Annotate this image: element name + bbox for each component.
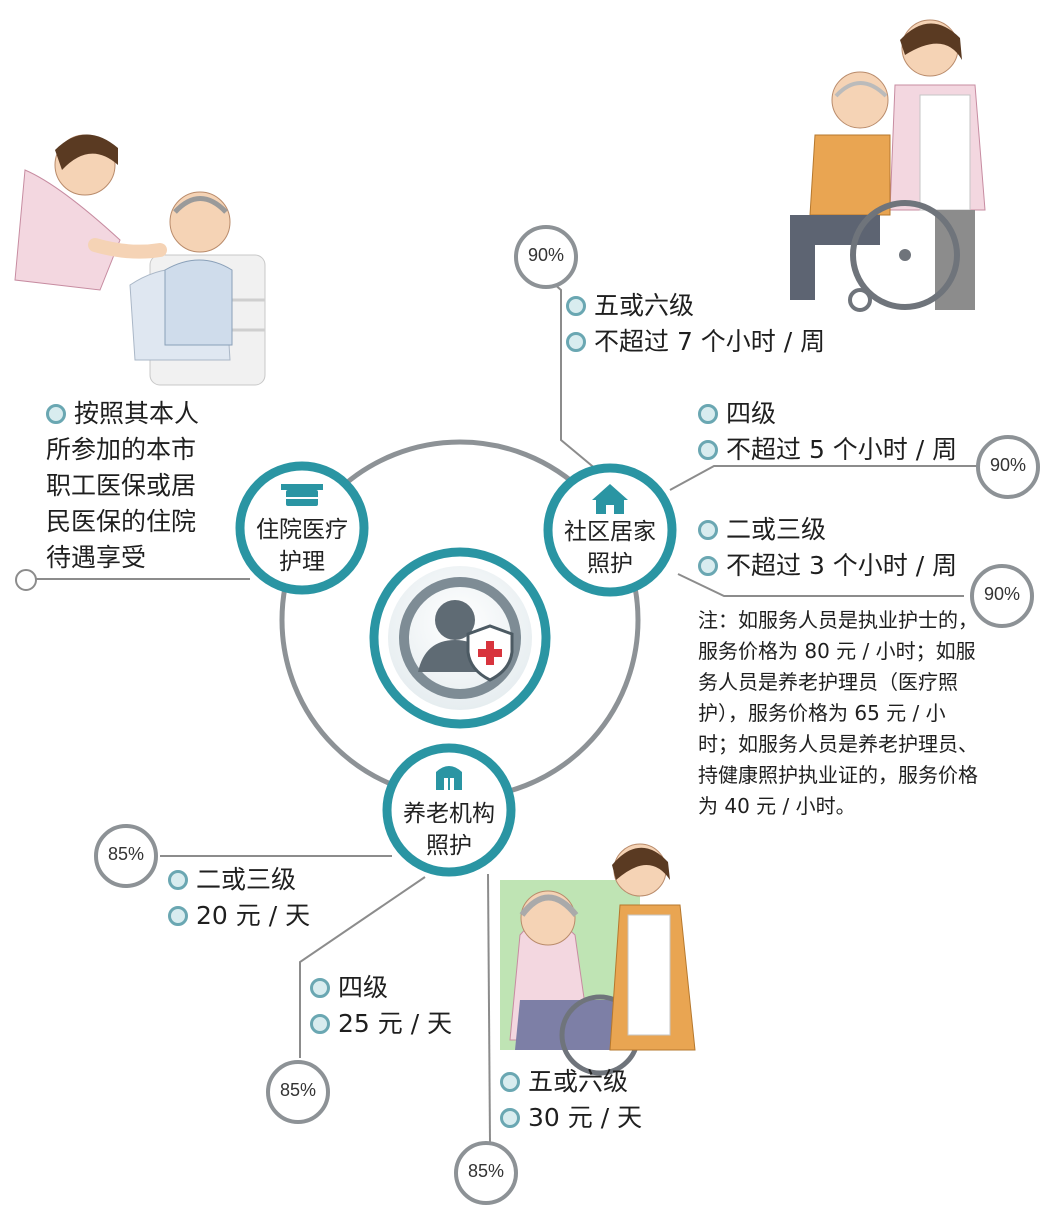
list-item: 四级: [698, 396, 957, 432]
hospital-desc-line: 民医保的住院: [46, 507, 197, 536]
bullet-icon: [698, 440, 718, 460]
level-text: 四级: [726, 399, 777, 428]
price-text: 20 元 / 天: [196, 901, 311, 930]
community-care-illustration: [790, 19, 986, 312]
level-text: 五或六级: [528, 1067, 629, 1096]
community-node: [543, 463, 677, 597]
institution-label-line1: 养老机构: [403, 801, 495, 827]
community-label-line2: 照护: [587, 551, 633, 577]
hours-text: 不超过 3 个小时 / 周: [726, 551, 958, 580]
percent-label-community-top: 90%: [527, 245, 565, 265]
hospital-desc-line: 所参加的本市: [46, 435, 197, 464]
hospital-description: 按照其本人 所参加的本市 职工医保或居 民医保的住院 待遇享受: [46, 396, 199, 576]
bullet-icon: [310, 1014, 330, 1034]
hospital-node-label: 住院医疗 护理: [242, 514, 362, 578]
level-text: 四级: [338, 973, 389, 1002]
percent-label-institution-middle: 85%: [279, 1080, 317, 1100]
hospital-line-end-dot: [15, 569, 37, 591]
institution-label-line2: 照护: [426, 833, 472, 859]
percent-label-community-middle: 90%: [989, 455, 1027, 475]
institution-node: [382, 743, 516, 877]
hospital-desc-line: 按照其本人: [46, 396, 199, 432]
list-item: 五或六级: [500, 1064, 642, 1100]
list-item: 不超过 5 个小时 / 周: [698, 432, 957, 468]
hospital-desc-line: 待遇享受: [46, 543, 147, 572]
bullet-icon: [168, 870, 188, 890]
bullet-icon: [566, 332, 586, 352]
bullet-icon: [46, 404, 66, 424]
institution-node-label: 养老机构 照护: [389, 798, 509, 862]
community-note: 注：如服务人员是执业护士的，服务价格为 80 元 / 小时；如服务人员是养老护理…: [698, 608, 978, 818]
bullet-icon: [566, 296, 586, 316]
hospital-desc-text: 按照其本人: [74, 399, 200, 428]
hospital-node: [235, 461, 369, 595]
price-text: 30 元 / 天: [528, 1103, 643, 1132]
bullet-icon: [698, 556, 718, 576]
list-item: 五或六级: [566, 288, 825, 324]
institution-level-group-bottom: 五或六级 30 元 / 天: [500, 1064, 642, 1136]
list-item: 25 元 / 天: [310, 1006, 452, 1042]
building-icon: [436, 766, 462, 790]
percent-label-institution-bottom: 85%: [467, 1161, 505, 1181]
hospital-label-line1: 住院医疗: [256, 517, 348, 543]
community-node-label: 社区居家 照护: [550, 516, 670, 580]
bullet-icon: [500, 1072, 520, 1092]
list-item: 20 元 / 天: [168, 898, 310, 934]
percent-label-institution-left: 85%: [107, 844, 145, 864]
hours-text: 不超过 5 个小时 / 周: [726, 435, 958, 464]
house-icon: [592, 484, 628, 514]
list-item: 二或三级: [698, 512, 957, 548]
hospital-care-illustration: [14, 134, 266, 386]
list-item: 不超过 7 个小时 / 周: [566, 324, 825, 360]
level-text: 二或三级: [196, 865, 297, 894]
hospital-desc-line: 职工医保或居: [46, 471, 197, 500]
list-item: 四级: [310, 970, 452, 1006]
bullet-icon: [698, 404, 718, 424]
bullet-icon: [500, 1108, 520, 1128]
community-level-group-middle: 四级 不超过 5 个小时 / 周: [698, 396, 957, 468]
hours-text: 不超过 7 个小时 / 周: [594, 327, 826, 356]
institution-level-group-left: 二或三级 20 元 / 天: [168, 862, 310, 934]
list-item: 不超过 3 个小时 / 周: [698, 548, 957, 584]
institution-level-group-middle: 四级 25 元 / 天: [310, 970, 452, 1042]
price-text: 25 元 / 天: [338, 1009, 453, 1038]
bullet-icon: [310, 978, 330, 998]
person-shield-icon: [418, 600, 514, 682]
level-text: 五或六级: [594, 291, 695, 320]
list-item: 30 元 / 天: [500, 1100, 642, 1136]
connector-lines: [36, 282, 980, 1144]
bullet-icon: [168, 906, 188, 926]
hospital-label-line2: 护理: [279, 549, 325, 575]
community-level-group-top: 五或六级 不超过 7 个小时 / 周: [566, 288, 825, 360]
level-text: 二或三级: [726, 515, 827, 544]
bullet-icon: [698, 520, 718, 540]
percent-label-community-bottom: 90%: [983, 584, 1021, 604]
basket-icon: [281, 484, 323, 506]
percent-badges: [94, 225, 1040, 1205]
institution-care-illustration: [500, 843, 696, 1076]
community-level-group-bottom: 二或三级 不超过 3 个小时 / 周: [698, 512, 957, 584]
center-emblem: [369, 547, 551, 729]
community-label-line1: 社区居家: [564, 519, 656, 545]
list-item: 二或三级: [168, 862, 310, 898]
